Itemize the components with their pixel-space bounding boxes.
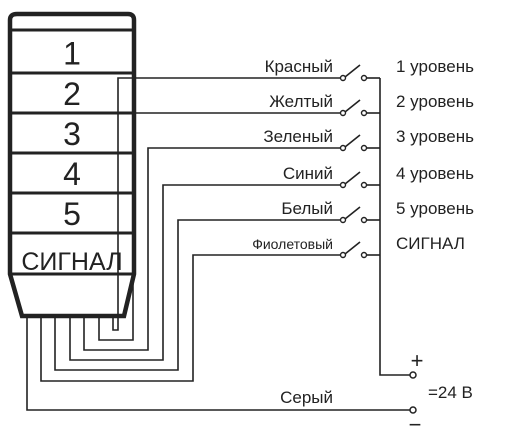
switch-lever: [344, 241, 361, 255]
tower-segment-3: 3: [63, 116, 81, 152]
switch-lever: [344, 64, 361, 78]
supply-minus-sign: −: [409, 412, 422, 437]
wire-color-label: Зеленый: [263, 127, 333, 146]
supply-plus-sign: +: [411, 348, 424, 373]
tower-segment-2: 2: [63, 76, 81, 112]
tower-segment-1: 1: [63, 36, 81, 72]
tower-segment-5: 5: [63, 196, 81, 232]
switch-lever: [344, 171, 361, 185]
wire-color-label: Синий: [283, 164, 333, 183]
ground-wire-label: Серый: [280, 388, 333, 407]
supply-voltage: =24 В: [428, 383, 473, 402]
wire-color-label: Белый: [281, 199, 333, 218]
wire-2: Желтый 2 уровень: [98, 92, 474, 341]
signal-tower: 1 2 3 4 5 СИГНАЛ: [7, 11, 137, 319]
switch-lever: [344, 99, 361, 113]
tower-segment-4: 4: [63, 156, 81, 192]
wire-6: Фиолетовый СИГНАЛ: [40, 234, 465, 382]
level-label: 4 уровень: [396, 164, 474, 183]
level-label: СИГНАЛ: [396, 234, 465, 253]
switch-contact: [339, 109, 347, 117]
wire-5: Белый 5 уровень: [54, 199, 474, 371]
wire-color-label: Фиолетовый: [252, 236, 333, 252]
power-supply: + − =24 В: [409, 348, 473, 437]
level-label: 3 уровень: [396, 127, 474, 146]
wire-color-label: Желтый: [269, 92, 333, 111]
switch-contact: [339, 251, 347, 259]
switch-contact: [360, 181, 368, 189]
switch-contact: [339, 144, 347, 152]
ground-wire: Серый: [26, 316, 410, 411]
switch-contact: [339, 216, 347, 224]
wire-4: Синий 4 уровень: [69, 164, 474, 361]
switch-contact: [360, 144, 368, 152]
wire-color-label: Красный: [265, 57, 333, 76]
tower-outline: [7, 11, 137, 319]
switch-contact: [360, 216, 368, 224]
supply-minus-terminal: [409, 406, 417, 414]
level-label: 2 уровень: [396, 92, 474, 111]
switch-contact: [339, 181, 347, 189]
wire-1: Красный 1 уровень: [112, 57, 474, 331]
common-bus: [379, 78, 410, 376]
tower-signal-label: СИГНАЛ: [21, 248, 122, 276]
supply-plus-terminal: [409, 371, 417, 379]
level-label: 1 уровень: [396, 57, 474, 76]
switch-contact: [360, 251, 368, 259]
switch-contact: [360, 109, 368, 117]
switch-lever: [344, 206, 361, 220]
level-label: 5 уровень: [396, 199, 474, 218]
switch-lever: [344, 134, 361, 148]
switch-contact: [339, 74, 347, 82]
switch-contact: [360, 74, 368, 82]
wire-3: Зеленый 3 уровень: [83, 127, 474, 351]
